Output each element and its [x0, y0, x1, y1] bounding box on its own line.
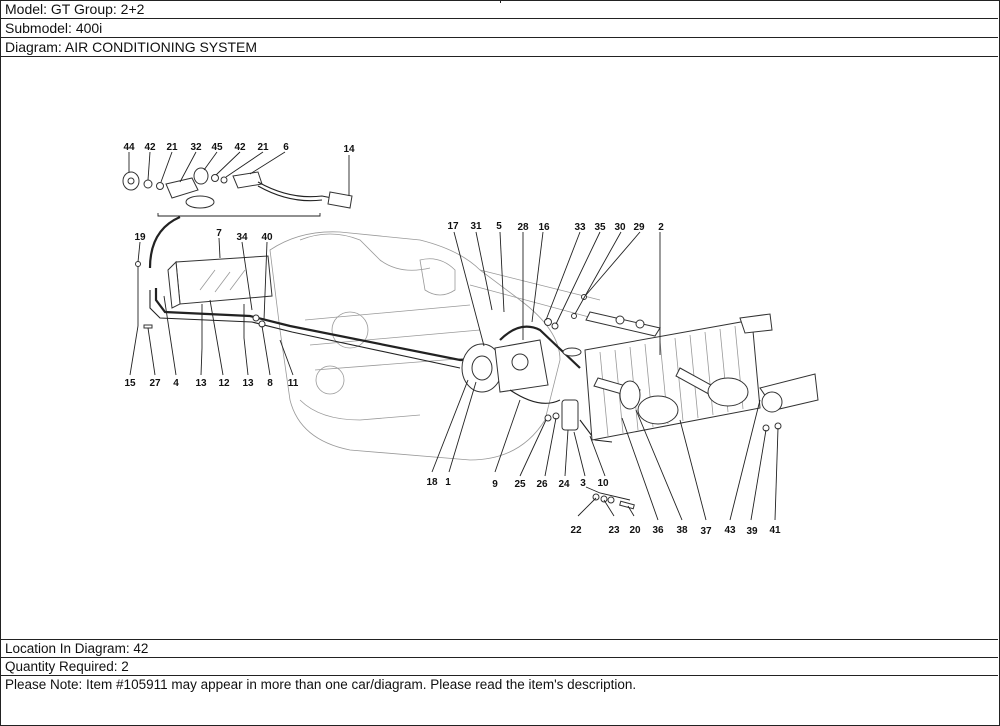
callout: 14 [343, 144, 355, 155]
callout: 36 [652, 525, 664, 536]
callout: 39 [746, 526, 758, 537]
callout-labels: 44 42 21 32 45 42 21 6 14 19 7 34 40 15 … [123, 142, 781, 537]
callout: 4 [173, 378, 179, 389]
callout: 45 [211, 142, 223, 153]
evaporator-unit [135, 255, 480, 369]
callout: 38 [676, 525, 688, 536]
callout: 27 [149, 378, 161, 389]
callout: 33 [574, 222, 586, 233]
callout: 43 [724, 525, 736, 536]
callout: 21 [257, 142, 269, 153]
compressor [461, 325, 581, 404]
callout: 18 [426, 477, 438, 488]
callout: 34 [236, 232, 248, 243]
callout: 5 [496, 221, 502, 232]
location-in-diagram: Location In Diagram: 42 [0, 640, 998, 658]
callout: 40 [261, 232, 273, 243]
callout: 7 [216, 228, 222, 239]
callout: 12 [218, 378, 230, 389]
parts-diagram: 44 42 21 32 45 42 21 6 14 19 7 34 40 15 … [0, 57, 998, 640]
callout: 31 [470, 221, 482, 232]
diagram-illustration: 44 42 21 32 45 42 21 6 14 19 7 34 40 15 … [122, 142, 819, 537]
callout: 42 [234, 142, 246, 153]
callout: 13 [195, 378, 207, 389]
top-exploded-group [122, 167, 353, 269]
item-note: Please Note: Item #105911 may appear in … [5, 677, 637, 692]
engine-outline [269, 231, 601, 461]
quantity-required: Quantity Required: 2 [0, 658, 998, 676]
callout: 10 [597, 478, 609, 489]
callout: 15 [124, 378, 136, 389]
callout: 2 [658, 222, 664, 233]
callout: 9 [492, 479, 498, 490]
callout: 28 [517, 222, 529, 233]
callout: 25 [514, 479, 526, 490]
callout: 42 [144, 142, 156, 153]
callout: 29 [633, 222, 645, 233]
callout: 19 [134, 232, 146, 243]
callout: 37 [700, 526, 712, 537]
callout: 23 [608, 525, 620, 536]
callout: 32 [190, 142, 202, 153]
diagram-title: Diagram: AIR CONDITIONING SYSTEM [0, 38, 998, 57]
leader-lines [128, 151, 779, 521]
callout: 24 [558, 479, 570, 490]
callout: 8 [267, 378, 273, 389]
callout: 41 [769, 525, 781, 536]
callout: 13 [242, 378, 254, 389]
divider [500, 0, 501, 3]
receiver-dryer [561, 347, 613, 443]
callout: 35 [594, 222, 606, 233]
callout: 6 [283, 142, 289, 153]
model-label: Model: GT Group: 2+2 [0, 0, 998, 19]
callout: 17 [447, 221, 459, 232]
callout: 44 [123, 142, 135, 153]
callout: 3 [580, 478, 586, 489]
callout: 20 [629, 525, 641, 536]
callout: 11 [288, 378, 299, 389]
submodel-label: Submodel: 400i [0, 19, 998, 38]
callout: 26 [536, 479, 548, 490]
condenser [584, 311, 819, 441]
callout: 21 [166, 142, 178, 153]
callout: 30 [614, 222, 626, 233]
callout: 16 [538, 222, 550, 233]
callout: 1 [445, 477, 451, 488]
callout: 22 [570, 525, 582, 536]
